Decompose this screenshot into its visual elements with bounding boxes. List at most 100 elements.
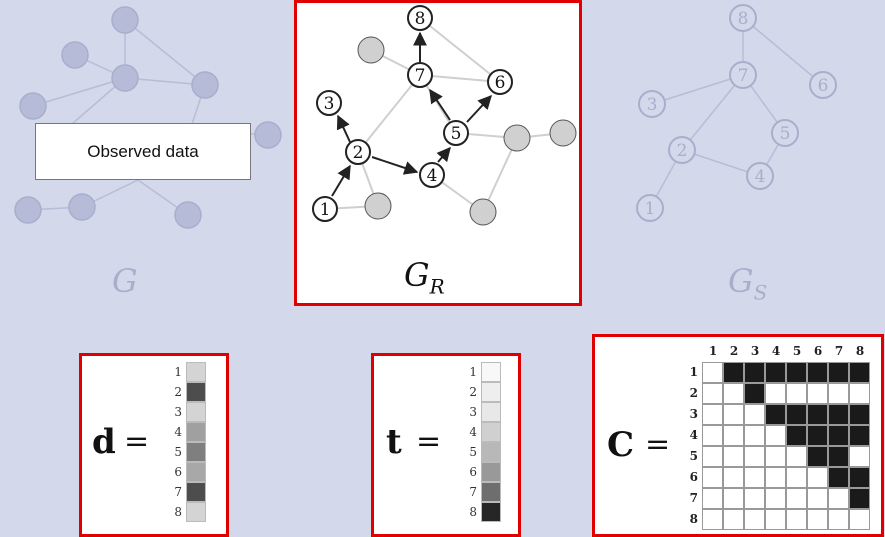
vector_t-cell-8	[481, 502, 501, 522]
matrix-c-cell-7-8	[849, 488, 870, 509]
matrix-c-cell-1-1	[702, 362, 723, 383]
vector_t-cell-4	[481, 422, 501, 442]
matrix-c-cell-2-8	[849, 383, 870, 404]
matrix-c-equals: =	[645, 427, 671, 462]
vector_t-cell-5	[481, 442, 501, 462]
matrix-c-cell-8-8	[849, 509, 870, 530]
matrix-c-cell-3-2	[723, 404, 744, 425]
matrix-c-cell-8-5	[786, 509, 807, 530]
vector_d-cell-5	[186, 442, 206, 462]
matrix-c-row-header-5: 5	[689, 449, 698, 463]
matrix-c-cell-1-8	[849, 362, 870, 383]
gr-node-1: 1	[320, 200, 331, 220]
matrix-c-cell-7-2	[723, 488, 744, 509]
gs-node-8: 8	[738, 9, 749, 29]
vector_d-cell-8	[186, 502, 206, 522]
vector-d-equals: =	[124, 424, 150, 459]
vector_d-cell-1	[186, 362, 206, 382]
vector_t-index-4: 4	[469, 425, 477, 439]
matrix-c-cell-8-3	[744, 509, 765, 530]
matrix-c-cell-1-2	[723, 362, 744, 383]
matrix-c-cell-5-6	[807, 446, 828, 467]
matrix-c-cell-6-8	[849, 467, 870, 488]
observed-data-label: Observed data	[87, 141, 199, 161]
matrix-c-cell-3-4	[765, 404, 786, 425]
vector_t-index-6: 6	[469, 465, 477, 479]
matrix-c-cell-6-4	[765, 467, 786, 488]
matrix-c-col-header-3: 3	[750, 344, 760, 358]
gs-node-2: 2	[677, 141, 688, 161]
gs-node-3: 3	[647, 95, 658, 115]
vector_d-cell-3	[186, 402, 206, 422]
vector_t-cell-1	[481, 362, 501, 382]
vector_d-cell-4	[186, 422, 206, 442]
matrix-c-cell-2-6	[807, 383, 828, 404]
vector_t-cell-6	[481, 462, 501, 482]
matrix-c-cell-2-3	[744, 383, 765, 404]
vector_d-index-5: 5	[174, 445, 182, 459]
matrix-c-cell-7-4	[765, 488, 786, 509]
matrix-c-cell-6-1	[702, 467, 723, 488]
matrix-c-cell-2-2	[723, 383, 744, 404]
matrix-c-cell-7-1	[702, 488, 723, 509]
matrix-c-cell-2-4	[765, 383, 786, 404]
matrix-c-col-header-1: 1	[708, 344, 718, 358]
matrix-c-cell-5-8	[849, 446, 870, 467]
vector_d-index-3: 3	[174, 405, 182, 419]
observed-data-box: Observed data	[35, 123, 251, 180]
matrix-c-cell-2-1	[702, 383, 723, 404]
matrix-c-cell-6-2	[723, 467, 744, 488]
gs-node-5: 5	[780, 124, 791, 144]
matrix-c-col-header-2: 2	[729, 344, 739, 358]
matrix-c-cell-5-1	[702, 446, 723, 467]
vector_t-cell-7	[481, 482, 501, 502]
matrix-c-col-header-7: 7	[834, 344, 844, 358]
gr-panel	[294, 0, 582, 306]
matrix-c-cell-8-4	[765, 509, 786, 530]
matrix-c-row-header-6: 6	[689, 470, 698, 484]
vector_d-cell-2	[186, 382, 206, 402]
vector_t-index-3: 3	[469, 405, 477, 419]
matrix-c-row-header-8: 8	[689, 512, 698, 526]
graph-g-nodes	[14, 6, 282, 229]
vector_d-cell-7	[186, 482, 206, 502]
vector_d-index-7: 7	[174, 485, 182, 499]
matrix-c-cell-4-3	[744, 425, 765, 446]
gr-node-2: 2	[353, 143, 364, 163]
matrix-c-cell-3-3	[744, 404, 765, 425]
vector-d-symbol: d	[92, 422, 116, 462]
matrix-c-cell-4-4	[765, 425, 786, 446]
matrix-c-cell-3-8	[849, 404, 870, 425]
matrix-c-cell-7-7	[828, 488, 849, 509]
label-g: G	[112, 262, 138, 300]
vector_t-cell-3	[481, 402, 501, 422]
gs-node-6: 6	[818, 76, 829, 96]
matrix-c-cell-5-5	[786, 446, 807, 467]
vector_t-index-8: 8	[469, 505, 477, 519]
matrix-c-cell-4-7	[828, 425, 849, 446]
vector_t-cell-2	[481, 382, 501, 402]
matrix-c-col-header-8: 8	[855, 344, 865, 358]
matrix-c-cell-8-2	[723, 509, 744, 530]
matrix-c-col-header-4: 4	[771, 344, 781, 358]
matrix-c-cell-1-5	[786, 362, 807, 383]
matrix-c-cell-1-7	[828, 362, 849, 383]
matrix-c-cell-4-1	[702, 425, 723, 446]
matrix-c-cell-4-6	[807, 425, 828, 446]
matrix-c-row-header-3: 3	[689, 407, 698, 421]
matrix-c-cell-1-6	[807, 362, 828, 383]
vector_d-index-2: 2	[174, 385, 182, 399]
matrix-c-cell-5-7	[828, 446, 849, 467]
matrix-c-cell-1-3	[744, 362, 765, 383]
matrix-c-cell-4-2	[723, 425, 744, 446]
matrix-c-cell-6-7	[828, 467, 849, 488]
vector_t-index-1: 1	[469, 365, 477, 379]
matrix-c-cell-3-1	[702, 404, 723, 425]
matrix-c-row-header-7: 7	[689, 491, 698, 505]
matrix-c-cell-7-5	[786, 488, 807, 509]
vector_d-index-1: 1	[174, 365, 182, 379]
